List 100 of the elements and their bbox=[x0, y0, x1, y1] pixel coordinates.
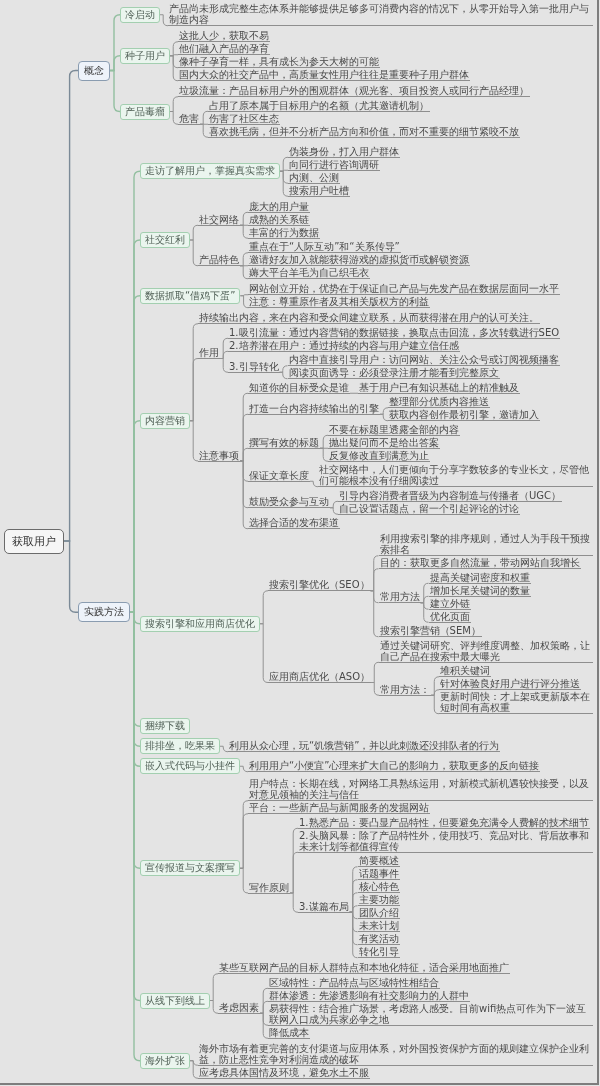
topic-text: 主要功能 bbox=[357, 894, 400, 907]
topic-text: 某些互联网产品的目标人群特点和本地化特征，适合采用地面推广 bbox=[218, 962, 510, 975]
topic-text: 2.培养潜在用户：通过持续的内容与用户建立信任感 bbox=[228, 339, 460, 352]
topic-text: 平台：一些新产品与新闻服务的发掘网站 bbox=[248, 802, 430, 815]
connector-line bbox=[420, 602, 430, 623]
topic-text: 堆积关键词 bbox=[439, 665, 492, 678]
connector-line bbox=[189, 239, 199, 267]
topic-text: 重点在于“人际互动”和“关系传导” bbox=[248, 241, 401, 254]
topic-text: 搜索引擎营销（SEM） bbox=[378, 625, 482, 638]
connector-line bbox=[169, 55, 179, 82]
topic-text: 这批人少，获取不易 bbox=[178, 30, 270, 43]
topic-text: 搜索用户吐槽 bbox=[288, 184, 350, 197]
topic-text: 应考虑具体国情及环境，避免水土不服 bbox=[198, 1066, 370, 1079]
topic-text: 未来计划 bbox=[357, 920, 400, 933]
topic-text: 国内大众的社交产品中，高质量女性用户往往是重要种子用户群体 bbox=[178, 69, 470, 82]
topic-text: 作用 bbox=[198, 347, 220, 359]
topic-text: 1.熟悉产品：要凸显产品特性，但要避免充满令人费解的技术细节 bbox=[298, 816, 590, 829]
topic-text: 引导内容消费者晋级为内容制造与传播者（UGC） bbox=[338, 489, 563, 502]
connector-line bbox=[370, 568, 380, 592]
topic-text: 保证文章长度 bbox=[248, 469, 310, 482]
subtopic-box: 内容营销 bbox=[140, 412, 190, 429]
topic-text: 知道你的目标受众是谁 bbox=[248, 381, 350, 394]
connector-line bbox=[309, 480, 319, 488]
connector-line bbox=[159, 14, 169, 27]
topic-text: 通过关键词研究、评判维度调整、加权策略，让自己产品在搜索中最大曝光 bbox=[379, 639, 593, 663]
connector-line bbox=[349, 905, 359, 913]
topic-text: 伪装身份，打入用户群体 bbox=[288, 145, 400, 158]
topic-text: 常用方法 bbox=[378, 591, 421, 604]
topic-text: 撰写有效的标题 bbox=[248, 436, 320, 449]
connector-line bbox=[279, 371, 289, 380]
connector-line bbox=[259, 1012, 269, 1039]
topic-text: 阅读页面诱导：必须登录注册才能看到完整原文 bbox=[287, 367, 500, 380]
topic-text: 获取内容创作最初引擎，邀请加入 bbox=[388, 409, 540, 422]
connector-line bbox=[319, 447, 329, 462]
subtopic-box: 排排坐，吃果果 bbox=[140, 738, 220, 755]
topic-text: 不要在标题里透露全部的内容 bbox=[328, 423, 460, 436]
connector-line bbox=[239, 460, 249, 530]
topic-text: 注意事项 bbox=[198, 449, 240, 462]
topic-text: 庞大的用户量 bbox=[248, 200, 310, 213]
topic-text: 整理部分优质内容推送 bbox=[388, 396, 490, 409]
topic-text: 邀请好友加入就能获得游戏的虚拟货币或解锁资源 bbox=[248, 254, 470, 267]
connector-line bbox=[189, 1060, 199, 1079]
topic-text: 降低成本 bbox=[268, 1026, 310, 1039]
subtopic-box: 捆绑下载 bbox=[140, 718, 190, 735]
connector-line bbox=[209, 1000, 219, 1014]
subtopic-box: 走访了解用户，掌握真实需求 bbox=[140, 163, 280, 180]
subtopic-box: 从线下到线上 bbox=[140, 992, 210, 1009]
subtopic-box: 宣传报道与文案撰写 bbox=[140, 860, 240, 877]
topic-text: 他们融入产品的孕育 bbox=[178, 43, 270, 56]
topic-text: 垃圾流量：产品目标用户外的围观群体（观光客、项目投资人或同行产品经理） bbox=[178, 85, 530, 98]
topic-text: 基于用户已有知识基础上的精准触及 bbox=[358, 381, 520, 394]
connector-line bbox=[239, 295, 249, 309]
topic-text: 利用用户“小便宜”心理来扩大自己的影响力，获取更多的反向链接 bbox=[248, 760, 541, 773]
connector-line bbox=[259, 623, 269, 683]
topic-text: 常用方法： bbox=[379, 683, 432, 696]
topic-text: 产品特色 bbox=[198, 254, 240, 267]
topic-text: 抛出疑问而不是给出答案 bbox=[328, 436, 440, 449]
topic-text: 区域特性：产品特点与区域特性相结合 bbox=[268, 976, 440, 989]
topic-text: 转化引导 bbox=[357, 946, 400, 959]
main-topic-box: 概念 bbox=[78, 60, 110, 81]
topic-text: 反复修改直到满意为止 bbox=[328, 449, 430, 462]
topic-text: 伤害了社区生态 bbox=[208, 112, 280, 125]
subtopic-box: 嵌入式代码与小挂件 bbox=[140, 758, 240, 775]
topic-text: 薅大平台羊毛为自己织毛衣 bbox=[248, 267, 370, 280]
subtopic-box: 海外扩张 bbox=[140, 1052, 190, 1069]
topic-text: 打造一台内容持续输出的引擎 bbox=[248, 402, 380, 415]
connector-line bbox=[189, 420, 199, 462]
topic-text: 内测、公测 bbox=[288, 171, 340, 184]
main-topic-box: 实践方法 bbox=[78, 602, 130, 623]
connector-line bbox=[109, 69, 121, 113]
topic-text: 鼓励受众参与互动 bbox=[248, 496, 330, 509]
connector-line bbox=[239, 224, 249, 239]
topic-text: 持续输出内容，来在内容和受众间建立联系，从而获得潜在用户的认可关注。 bbox=[198, 312, 540, 325]
topic-text: 海外市场有着更完善的支付渠道与应用体系，对外国投资保护方面的规则建立保护企业利益，防止恶性竞争对利润造成的破坏 bbox=[198, 1042, 593, 1066]
topic-text: 注意：尊重原作者及其相关版权方的利益 bbox=[248, 296, 431, 309]
connector-line bbox=[370, 590, 380, 638]
topic-text: 成熟的关系链 bbox=[248, 213, 310, 226]
topic-text: 利用从众心理，玩“饥饿营销”，并以此刺激还没排队者的行为 bbox=[228, 740, 501, 753]
topic-text: 危害 bbox=[178, 112, 200, 125]
connector-line bbox=[430, 694, 440, 715]
connector-line bbox=[219, 358, 229, 373]
topic-text: 话题事件 bbox=[357, 868, 400, 881]
connector-line bbox=[289, 892, 299, 913]
subtopic-box: 冷启动 bbox=[120, 6, 160, 23]
topic-text: 易获得性：结合推广场景，考虑路人感受。目前wifi热点可作为下一波互联网入口成为兵家必争之地 bbox=[268, 1002, 593, 1026]
topic-text: 用户特点：长期在线，对网络工具熟练运用，对新模式新机遇较快接受，以及对意见领袖的关注与信任 bbox=[248, 778, 593, 802]
topic-text: 核心特色 bbox=[357, 881, 400, 894]
topic-text: 向同行进行咨询调研 bbox=[288, 158, 380, 171]
topic-text: 团队介绍 bbox=[357, 907, 400, 920]
connector-line bbox=[349, 911, 359, 959]
topic-text: 喜欢挑毛病，但并不分析产品方向和价值，而对不重要的细节紧咬不放 bbox=[208, 125, 520, 138]
topic-text: 考虑因素 bbox=[218, 1001, 260, 1014]
topic-text: 网站创立开始，优势在于保证自己产品与先发产品在数据层面同一水平 bbox=[248, 283, 561, 296]
topic-text: 占用了原本属于目标用户的名额（尤其邀请机制） bbox=[208, 99, 430, 112]
topic-text: 丰富的行为数据 bbox=[248, 226, 320, 239]
connector-line bbox=[239, 867, 249, 894]
connector-line bbox=[239, 765, 249, 773]
connector-line bbox=[349, 392, 359, 394]
topic-text: 增加长尾关键词的数量 bbox=[428, 584, 531, 597]
topic-text: 更新时间快：才上架或更新版本在短时间有高权重 bbox=[439, 691, 593, 715]
